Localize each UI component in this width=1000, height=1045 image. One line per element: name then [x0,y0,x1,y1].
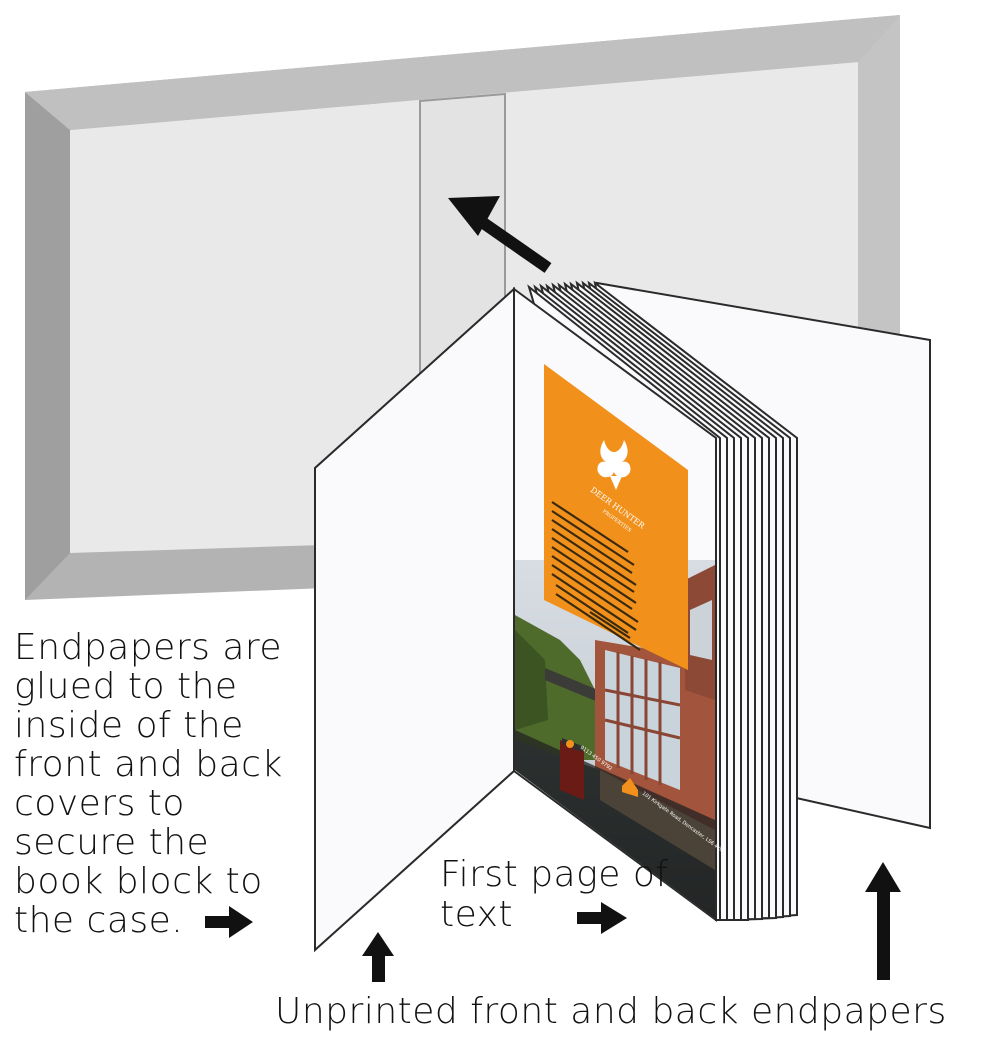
first-page: DEER HUNTER PROPERTIES 0113 450 9792 101… [513,287,725,922]
unprinted-endpapers-label: Unprinted front and back endpapers [275,991,947,1032]
home-icon [622,778,638,797]
case-arrow-icon [448,196,552,273]
deer-logo-icon [597,440,631,490]
first-page-label: First page of text [440,854,669,935]
phone-icon [566,740,574,748]
arrow-icon [205,862,901,982]
front-endpaper [314,286,515,953]
endpapers-note: Endpapers are glued to the inside of the… [14,627,283,941]
brochure-body-lines [551,501,641,651]
